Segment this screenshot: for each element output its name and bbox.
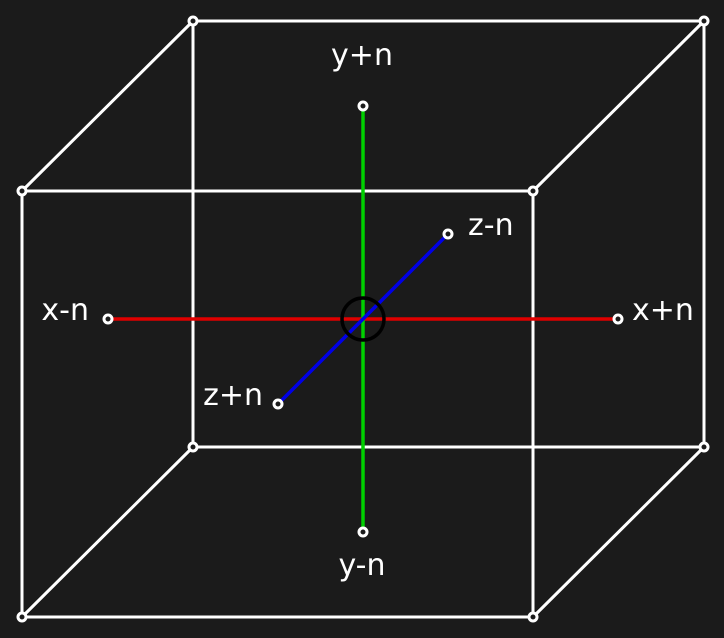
edge-connect-top-left	[20, 19, 195, 193]
endpoint-y-plus	[357, 100, 369, 112]
endpoint-y-minus	[357, 526, 369, 538]
endpoint-z-minus	[442, 228, 454, 240]
vertex-front-top-left	[16, 185, 28, 197]
label-y-minus: y-n	[338, 548, 385, 583]
vertex-front-bottom-right	[527, 611, 539, 623]
endpoint-x-plus	[612, 313, 624, 325]
endpoint-z-plus	[272, 398, 284, 410]
label-x-minus: x-n	[41, 293, 89, 328]
edge-connect-bottom-left	[20, 445, 195, 619]
endpoint-x-minus	[102, 313, 114, 325]
vertex-back-top-left	[187, 15, 199, 27]
vertex-back-bottom-right	[698, 441, 710, 453]
vertex-back-bottom-left	[187, 441, 199, 453]
vertex-back-top-right	[698, 15, 710, 27]
z-axis-line	[276, 232, 450, 406]
label-z-plus: z+n	[203, 378, 263, 413]
label-y-plus: y+n	[331, 38, 393, 73]
vertex-front-top-right	[527, 185, 539, 197]
label-x-plus: x+n	[632, 293, 694, 328]
label-z-minus: z-n	[468, 208, 514, 243]
origin-ring	[340, 296, 386, 342]
vertex-front-bottom-left	[16, 611, 28, 623]
edge-connect-bottom-right	[531, 445, 706, 619]
edge-connect-top-right	[531, 19, 706, 193]
